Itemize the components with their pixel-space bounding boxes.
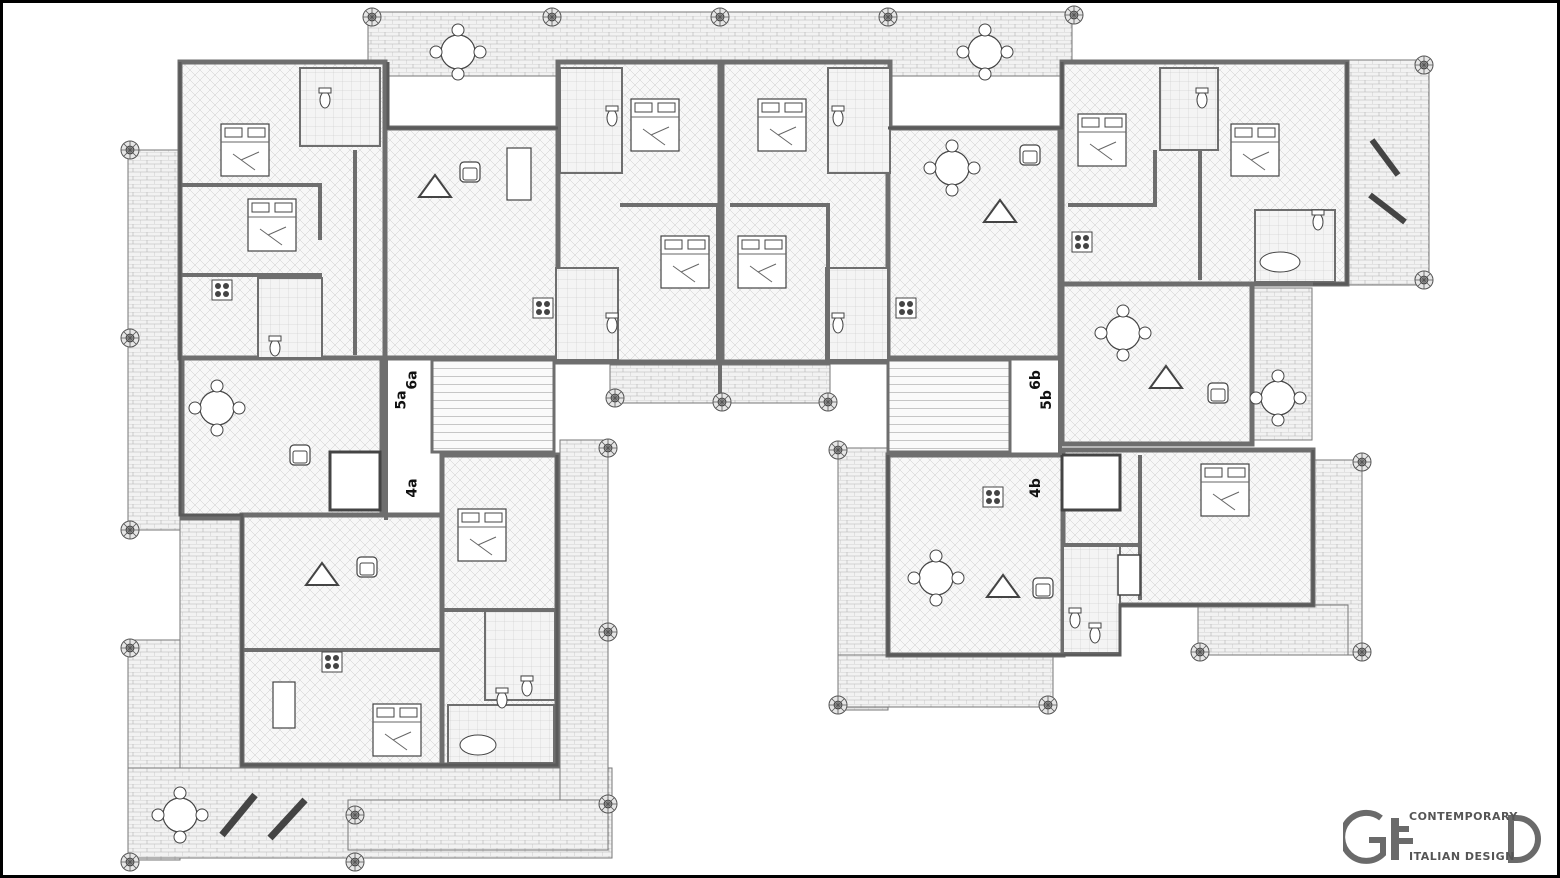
unit-label-6a: 6a (404, 370, 421, 390)
furniture (151, 23, 1407, 844)
unit-label-5b: 5b (1038, 390, 1055, 410)
logo-line-1: CONTEMPORARY (1409, 810, 1518, 823)
outer-walls (178, 62, 1349, 767)
logo-mark (1339, 809, 1541, 864)
unit-label-5a: 5a (393, 390, 410, 410)
unit-label-6b: 6b (1027, 370, 1044, 390)
logo-line-2: ITALIAN DESIGN (1409, 850, 1515, 863)
interior-walls (180, 62, 1254, 652)
unit-label-4a: 4a (404, 478, 421, 498)
brand-logo: CONTEMPORARY ITALIAN DESIGN (1339, 808, 1553, 870)
terraces (127, 11, 1430, 861)
unit-label-4b: 4b (1027, 478, 1044, 498)
